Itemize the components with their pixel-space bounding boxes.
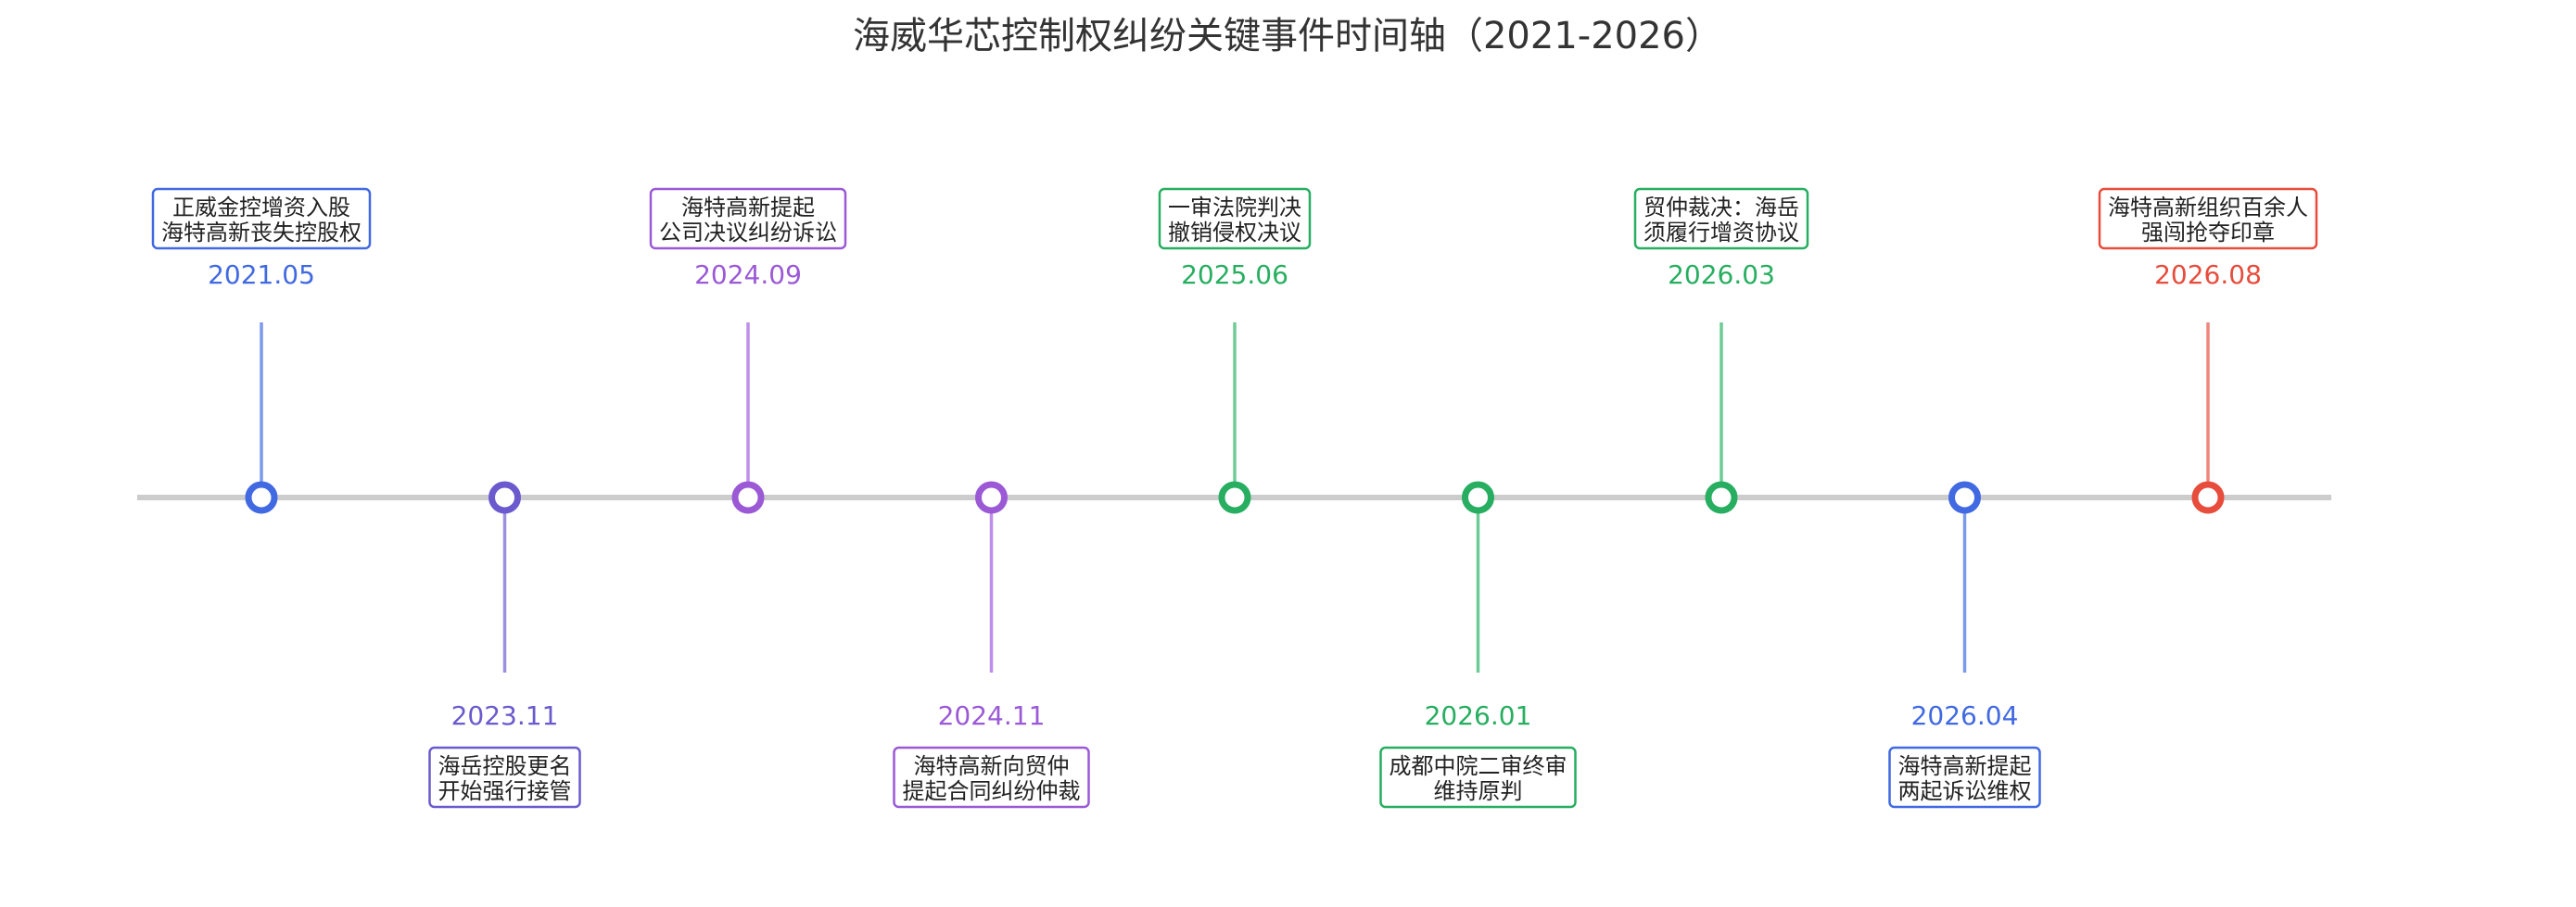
event-description-line: 海特高新组织百余人 xyxy=(2108,195,2308,220)
event-marker xyxy=(1948,481,1981,514)
event-description-line: 海岳控股更名 xyxy=(438,753,572,779)
event-description-line: 开始强行接管 xyxy=(438,778,572,804)
event-description-line: 海特高新丧失控股权 xyxy=(161,220,362,246)
event-date: 2026.01 xyxy=(1425,700,1532,731)
event-date: 2026.04 xyxy=(1911,700,2019,731)
event-date: 2026.08 xyxy=(2154,259,2262,290)
event-card-border xyxy=(893,746,1090,809)
event-marker xyxy=(975,481,1008,514)
event-description-line: 海特高新提起 xyxy=(681,195,815,220)
event-marker xyxy=(731,481,765,514)
event-card-border xyxy=(151,187,372,250)
event-date: 2023.11 xyxy=(451,700,559,731)
event-card-border xyxy=(428,746,581,809)
event-description-line: 维持原判 xyxy=(1434,778,1523,804)
event-card-border xyxy=(1158,187,1312,250)
event-card-border xyxy=(1888,746,2041,809)
event-description-line: 提起合同纠纷仲裁 xyxy=(903,778,1081,804)
event-card-border xyxy=(649,187,847,250)
event-description-line: 海特高新提起 xyxy=(1898,753,2032,779)
event-description-line: 正威金控增资入股 xyxy=(172,195,350,220)
event-card-border xyxy=(1633,187,1809,250)
event-description-line: 公司决议纠纷诉讼 xyxy=(659,220,837,246)
event-description-line: 强闯抢夺印章 xyxy=(2141,220,2275,246)
event-description-line: 须履行增资协议 xyxy=(1643,220,1799,246)
event-description-line: 撤销侵权决议 xyxy=(1168,220,1301,246)
event-marker xyxy=(1462,481,1494,514)
event-description-line: 成都中院二审终审 xyxy=(1390,753,1567,779)
diagram-title: 海威华芯控制权纠纷关键事件时间轴（2021-2026） xyxy=(853,15,1722,57)
event-card-border xyxy=(1379,746,1577,809)
event-card-border xyxy=(2098,187,2318,250)
event-date: 2025.06 xyxy=(1181,259,1288,290)
event-description-line: 海特高新向贸仲 xyxy=(914,753,1070,779)
event-marker xyxy=(1218,481,1251,514)
event-marker xyxy=(1705,481,1738,514)
event-date: 2021.05 xyxy=(208,259,315,290)
event-date: 2024.09 xyxy=(694,259,802,290)
event-date: 2026.03 xyxy=(1668,259,1775,290)
event-marker xyxy=(489,481,521,514)
event-description-line: 两起诉讼维权 xyxy=(1898,778,2032,804)
event-description-line: 贸仲裁决：海岳 xyxy=(1643,195,1799,220)
event-marker xyxy=(245,481,278,514)
event-date: 2024.11 xyxy=(938,700,1046,731)
event-marker xyxy=(2191,481,2225,514)
event-description-line: 一审法院判决 xyxy=(1168,195,1301,220)
